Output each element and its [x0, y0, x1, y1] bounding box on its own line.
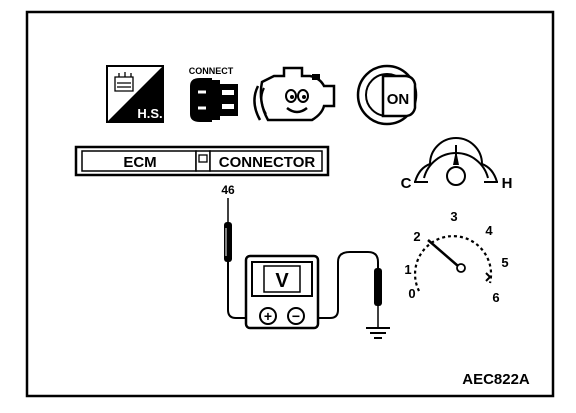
- tacho-tick-3: 3: [450, 209, 457, 224]
- connect-icon: CONNECT: [189, 66, 238, 122]
- connect-label: CONNECT: [189, 66, 234, 76]
- temperature-gauge: C H: [401, 137, 513, 192]
- tacho-tick-6: 6: [492, 290, 499, 305]
- positive-terminal-icon: [259, 307, 277, 325]
- tacho-tick-1: 1: [404, 262, 411, 277]
- ignition-on-label: ON: [387, 91, 410, 108]
- ignition-on-icon: ON: [356, 64, 418, 126]
- tacho-tick-4: 4: [485, 223, 493, 238]
- tachometer-needle: [427, 239, 459, 267]
- cold-label: C: [401, 175, 412, 192]
- negative-terminal-icon: [287, 307, 305, 325]
- tacho-tick-2: 2: [413, 229, 420, 244]
- figure-frame: [25, 10, 555, 398]
- tachometer: 0 1 2 3 4 5 6: [404, 209, 508, 305]
- tacho-tick-0: 0: [408, 286, 415, 301]
- negative-lead: [308, 251, 379, 319]
- minus-sign: −: [292, 308, 300, 324]
- figure-code: AEC822A: [462, 371, 530, 388]
- negative-probe: [374, 268, 382, 328]
- connector-label: CONNECTOR: [219, 154, 316, 171]
- hs-label: H.S.: [137, 106, 162, 121]
- pin-number: 46: [221, 183, 235, 197]
- positive-probe: [224, 198, 232, 262]
- plus-sign: +: [264, 308, 272, 324]
- hot-soak-icon: H.S.: [106, 65, 164, 123]
- ecm-connector: ECM CONNECTOR: [74, 145, 330, 177]
- voltmeter: V + −: [244, 254, 320, 330]
- temperature-needle: [453, 150, 459, 165]
- voltmeter-label: V: [275, 270, 289, 292]
- positive-lead: [227, 262, 258, 319]
- ecm-label: ECM: [123, 154, 156, 171]
- engine-icon: [253, 66, 336, 122]
- ground-icon: [366, 327, 390, 339]
- tachometer-hub: [456, 263, 466, 273]
- tacho-tick-5: 5: [501, 255, 508, 270]
- hot-label: H: [502, 175, 513, 192]
